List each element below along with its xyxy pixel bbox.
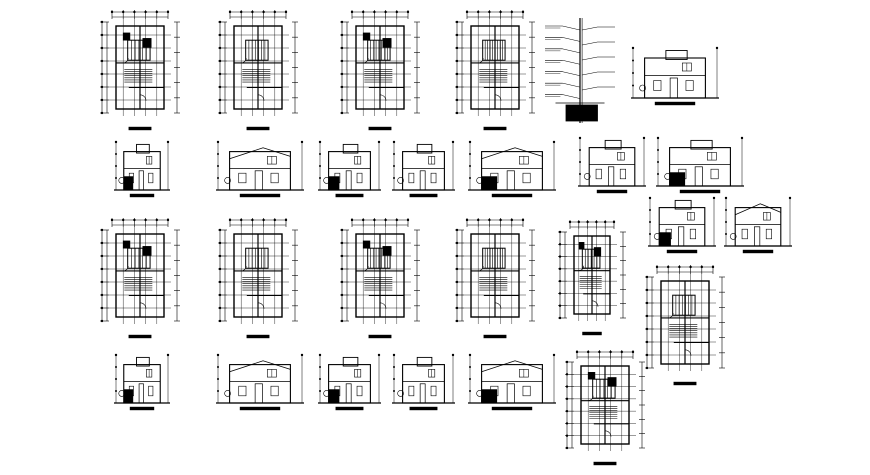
floor-plans-row-1-section-detail-5	[545, 18, 615, 123]
elevations-row-2-elevation-5	[468, 353, 556, 411]
elevations-row-1-elevation-3	[318, 140, 381, 198]
elevations-right-elevation-1	[648, 196, 716, 254]
elevations-row-2-elevation-1	[114, 353, 170, 411]
elevations-row-1-elevation-5	[468, 140, 556, 198]
floor-plans-row-1-plan-4	[455, 10, 535, 131]
floor-plans-row-2-plan-6	[645, 265, 725, 386]
floor-plans-row-1-plan-2	[218, 10, 298, 131]
elevations-row-1-elevation-6	[578, 136, 646, 194]
elevations-row-1	[114, 136, 744, 198]
floor-plans-row-2-plan-1	[100, 218, 180, 339]
elevations-row-2	[114, 353, 556, 411]
floor-plans-row-1-elevation-small-6	[631, 46, 719, 106]
floor-plans-row-2-plan-3	[340, 218, 420, 339]
floor-plans-row-1	[100, 10, 719, 131]
elevations-right	[648, 196, 792, 254]
elevations-row-1-elevation-4	[392, 140, 455, 198]
floor-plan-bottom-plan-1	[565, 350, 645, 466]
elevations-right-elevation-2	[724, 196, 792, 254]
floor-plans-row-2-plan-5	[558, 220, 626, 336]
floor-plans-row-2	[100, 218, 725, 386]
elevations-row-1-elevation-7	[656, 136, 744, 194]
elevations-row-2-elevation-3	[318, 353, 381, 411]
elevations-row-2-elevation-2	[216, 353, 304, 411]
floor-plans-row-1-plan-3	[340, 10, 420, 131]
elevations-row-1-elevation-1	[114, 140, 170, 198]
elevations-row-2-elevation-4	[392, 353, 455, 411]
floor-plan-bottom	[565, 350, 645, 466]
floor-plans-row-1-plan-1	[100, 10, 180, 131]
elevations-row-1-elevation-2	[216, 140, 304, 198]
floor-plans-row-2-plan-4	[455, 218, 535, 339]
floor-plans-row-2-plan-2	[218, 218, 298, 339]
